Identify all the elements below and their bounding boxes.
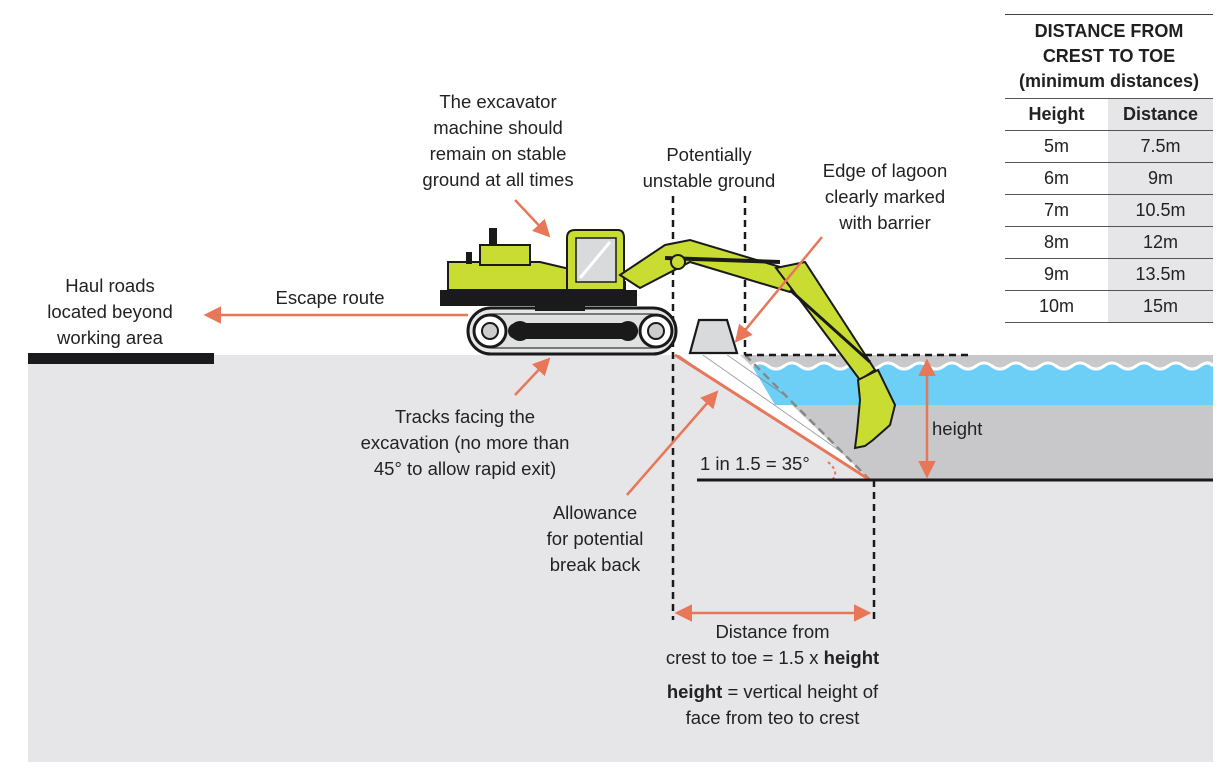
slope-ratio-label: 1 in 1.5 = 35° <box>700 453 810 474</box>
excavator <box>440 228 897 450</box>
excavator-note-label: The excavator machine should remain on s… <box>422 91 574 190</box>
cell-distance: 12m <box>1108 226 1213 259</box>
cell-distance: 7.5m <box>1108 130 1213 163</box>
cell-distance: 10.5m <box>1108 194 1213 227</box>
cell-height: 9m <box>1005 258 1108 291</box>
cell-height: 8m <box>1005 226 1108 259</box>
cell-distance: 15m <box>1108 290 1213 323</box>
cell-height: 5m <box>1005 130 1108 163</box>
table-title: DISTANCE FROM CREST TO TOE <box>1005 14 1213 69</box>
edge-of-lagoon-label: Edge of lagoon clearly marked with barri… <box>822 160 948 233</box>
allowance-label: Allowance for potential break back <box>546 502 644 575</box>
cell-distance: 9m <box>1108 162 1213 195</box>
slope-line <box>674 353 871 482</box>
table-subtitle: (minimum distances) <box>1018 71 1200 91</box>
cell-height: 6m <box>1005 162 1108 195</box>
distance-formula-label: Distance from crest to toe = 1.5 x heigh… <box>665 621 880 668</box>
lagoon-water <box>752 363 1213 405</box>
header-distance: Distance <box>1108 98 1213 131</box>
cell-height: 10m <box>1005 290 1108 323</box>
cell-height: 7m <box>1005 194 1108 227</box>
tracks-note-label: Tracks facing the excavation (no more th… <box>360 406 570 479</box>
height-label: height <box>932 418 983 439</box>
distance-table: DISTANCE FROM CREST TO TOE (minimum dist… <box>1005 14 1213 323</box>
height-definition-label: height = vertical height of face from te… <box>666 681 879 728</box>
haul-road <box>28 353 214 364</box>
ground <box>28 355 1213 762</box>
table-header-row: Height Distance <box>1005 98 1213 131</box>
unstable-ground-label: Potentially unstable ground <box>642 144 776 191</box>
barrier <box>688 318 739 355</box>
header-height: Height <box>1005 98 1108 131</box>
haul-roads-label: Haul roads located beyond working area <box>47 275 173 348</box>
escape-route-label: Escape route <box>275 287 385 308</box>
cell-distance: 13.5m <box>1108 258 1213 291</box>
